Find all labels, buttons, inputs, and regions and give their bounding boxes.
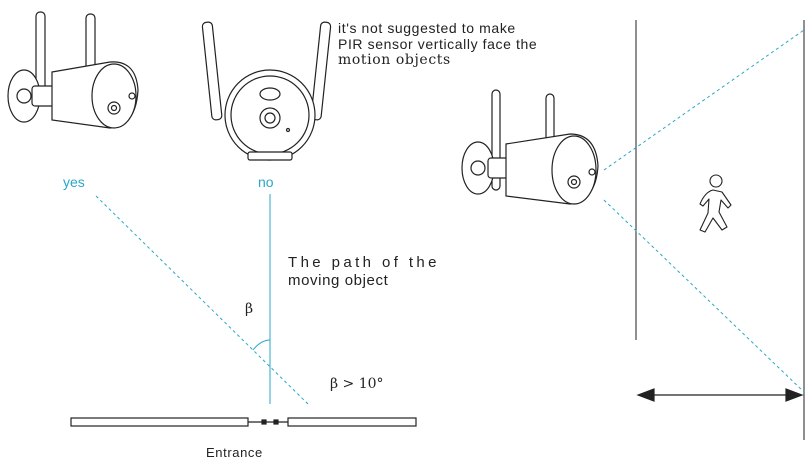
warning-note: it's not suggested to make PIR sensor ve… [338, 20, 537, 68]
note-line-3: motion objects [338, 52, 451, 68]
beta-angle-arc [252, 339, 271, 351]
detection-line-upper [603, 29, 805, 171]
double-arrow-icon [636, 388, 804, 402]
entrance-label: Entrance [206, 445, 263, 460]
detection-line-lower [603, 199, 805, 393]
note-line-2: PIR sensor vertically face the [338, 36, 538, 52]
yes-guide-line [95, 195, 309, 405]
path-label-line-2: moving object [288, 272, 389, 289]
beta-symbol: β [245, 301, 254, 317]
path-label-line-1: The path of the [288, 254, 440, 271]
angle-condition: β > 10° [330, 376, 384, 392]
camera-front-view-icon [201, 21, 332, 161]
camera-side-view-icon [7, 11, 139, 129]
no-label: no [258, 174, 274, 190]
note-line-1: it's not suggested to make [338, 20, 516, 36]
yes-label: yes [63, 174, 85, 190]
entrance-doorway [70, 417, 417, 427]
walking-person-icon [699, 174, 732, 233]
camera-side-view-icon [461, 89, 599, 205]
